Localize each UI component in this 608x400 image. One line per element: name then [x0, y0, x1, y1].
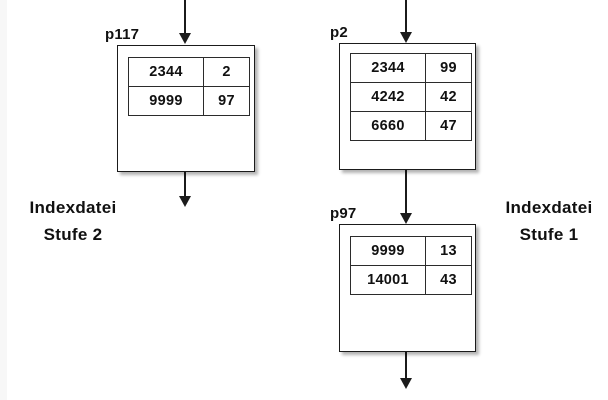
- entry-key: 14001: [350, 265, 426, 295]
- arrow-out-of-p117: [179, 171, 191, 209]
- table-row[interactable]: 6660 47: [350, 111, 472, 141]
- caption-right: Indexdatei Stufe 1: [489, 194, 608, 248]
- entry-key: 2344: [350, 53, 426, 83]
- caption-right-line2: Stufe 1: [519, 225, 579, 244]
- entry-table-p2: 2344 99 4242 42 6660 47: [350, 53, 472, 141]
- arrow-p2-to-p97: [400, 169, 412, 226]
- node-label-p117: p117: [105, 26, 140, 43]
- table-row[interactable]: 2344 99: [350, 53, 472, 83]
- left-edge-strip: [0, 0, 7, 400]
- table-row[interactable]: 4242 42: [350, 82, 472, 112]
- entry-key: 9999: [128, 86, 204, 116]
- arrow-out-of-p97: [400, 351, 412, 391]
- entry-pointer: 97: [203, 86, 250, 116]
- node-box-p97[interactable]: 9999 13 14001 43: [339, 224, 476, 352]
- table-row[interactable]: 9999 13: [350, 236, 472, 266]
- entry-pointer: 13: [425, 236, 472, 266]
- node-label-p2: p2: [330, 24, 348, 41]
- entry-pointer: 43: [425, 265, 472, 295]
- entry-pointer: 2: [203, 57, 250, 87]
- caption-right-line1: Indexdatei: [505, 198, 593, 217]
- entry-key: 6660: [350, 111, 426, 141]
- caption-left-line2: Stufe 2: [43, 225, 103, 244]
- entry-table-p97: 9999 13 14001 43: [350, 236, 472, 295]
- entry-key: 9999: [350, 236, 426, 266]
- node-label-p97: p97: [330, 205, 357, 222]
- node-box-p2[interactable]: 2344 99 4242 42 6660 47: [339, 43, 476, 170]
- entry-table-p117: 2344 2 9999 97: [128, 57, 250, 116]
- table-row[interactable]: 14001 43: [350, 265, 472, 295]
- arrow-into-p2: [400, 0, 412, 45]
- table-row[interactable]: 2344 2: [128, 57, 250, 87]
- table-row[interactable]: 9999 97: [128, 86, 250, 116]
- entry-key: 4242: [350, 82, 426, 112]
- entry-pointer: 99: [425, 53, 472, 83]
- entry-pointer: 42: [425, 82, 472, 112]
- caption-left: Indexdatei Stufe 2: [13, 194, 133, 248]
- arrow-into-p117: [179, 0, 191, 46]
- node-box-p117[interactable]: 2344 2 9999 97: [117, 45, 255, 172]
- entry-key: 2344: [128, 57, 204, 87]
- caption-left-line1: Indexdatei: [29, 198, 117, 217]
- entry-pointer: 47: [425, 111, 472, 141]
